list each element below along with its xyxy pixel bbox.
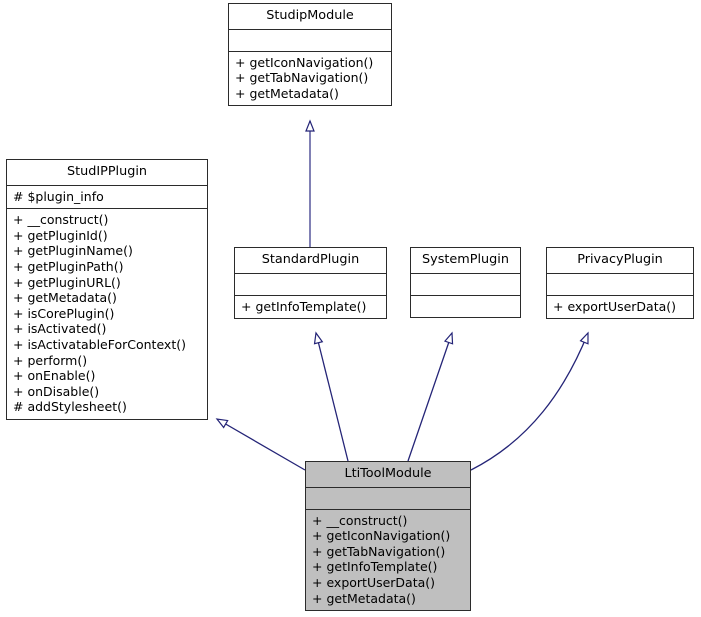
class-operation: # addStylesheet(): [13, 399, 127, 415]
class-attributes-compartment: # $plugin_info: [7, 186, 207, 210]
class-title: StudIPPlugin: [7, 160, 207, 186]
class-operation: + onEnable(): [13, 368, 96, 384]
class-operation: + exportUserData(): [312, 574, 436, 590]
class-operation: + getTabNavigation(): [235, 70, 369, 86]
class-operation: + getPluginPath(): [13, 258, 124, 274]
class-title: LtiToolModule: [306, 462, 470, 488]
class-title: StudipModule: [229, 4, 391, 30]
class-operation: + __construct(): [312, 512, 408, 528]
class-attributes-compartment: [229, 30, 391, 52]
empty-attributes: [235, 33, 385, 47]
class-operations-compartment: + getIconNavigation() + getTabNavigation…: [229, 52, 391, 106]
class-operations-compartment: + getInfoTemplate(): [235, 296, 386, 319]
class-operation: + isCorePlugin(): [13, 305, 115, 321]
class-operations-compartment: + __construct() + getIconNavigation() + …: [306, 509, 470, 611]
class-operation: + __construct(): [13, 212, 109, 228]
empty-attributes: [312, 491, 464, 505]
class-node-studipmodule[interactable]: StudipModule + getIconNavigation() + get…: [228, 3, 392, 107]
class-node-systemplugin[interactable]: SystemPlugin: [410, 247, 521, 318]
class-operation: + perform(): [13, 352, 88, 368]
class-node-standardplugin[interactable]: StandardPlugin + getInfoTemplate(): [234, 247, 387, 320]
class-operations-compartment: + exportUserData(): [547, 296, 693, 319]
class-operation: + getIconNavigation(): [235, 54, 374, 70]
class-operation: + exportUserData(): [553, 298, 677, 314]
class-title: StandardPlugin: [235, 248, 386, 274]
class-attribute: # $plugin_info: [13, 188, 104, 204]
class-operation: + getMetadata(): [235, 85, 339, 101]
edge-ltitoolmodule-to-systemplugin: [407, 331, 454, 462]
class-operation: + getPluginURL(): [13, 274, 121, 290]
class-operation: + isActivated(): [13, 321, 107, 337]
class-attributes-compartment: [547, 274, 693, 296]
class-node-studipplugin[interactable]: StudIPPlugin # $plugin_info + __construc…: [6, 159, 208, 420]
class-operations-compartment: [411, 296, 520, 317]
empty-operations: [417, 299, 514, 313]
class-attributes-compartment: [306, 487, 470, 510]
class-operation: + getInfoTemplate(): [241, 298, 367, 314]
class-operation: + getInfoTemplate(): [312, 559, 438, 575]
class-attributes-compartment: [411, 274, 520, 296]
empty-attributes: [417, 277, 514, 291]
class-node-ltitoolmodule[interactable]: LtiToolModule + __construct() + getIconN…: [305, 461, 471, 612]
class-title: SystemPlugin: [411, 248, 520, 274]
edge-ltitoolmodule-to-standardplugin: [313, 331, 349, 462]
class-operation: + getPluginName(): [13, 243, 133, 259]
class-operation: + getMetadata(): [13, 290, 117, 306]
class-operation: + onDisable(): [13, 383, 100, 399]
class-operation: + getTabNavigation(): [312, 543, 446, 559]
empty-attributes: [553, 277, 687, 291]
edge-ltitoolmodule-to-studipplugin: [215, 418, 306, 471]
class-operation: + getIconNavigation(): [312, 528, 451, 544]
class-title: PrivacyPlugin: [547, 248, 693, 274]
class-operation: + isActivatableForContext(): [13, 336, 186, 352]
empty-attributes: [241, 277, 380, 291]
edge-ltitoolmodule-to-privacyplugin: [470, 331, 589, 471]
class-operation: + getMetadata(): [312, 590, 416, 606]
class-operation: + getPluginId(): [13, 227, 108, 243]
class-attributes-compartment: [235, 274, 386, 296]
class-node-privacyplugin[interactable]: PrivacyPlugin + exportUserData(): [546, 247, 694, 320]
class-operations-compartment: + __construct() + getPluginId() + getPlu…: [7, 209, 207, 419]
